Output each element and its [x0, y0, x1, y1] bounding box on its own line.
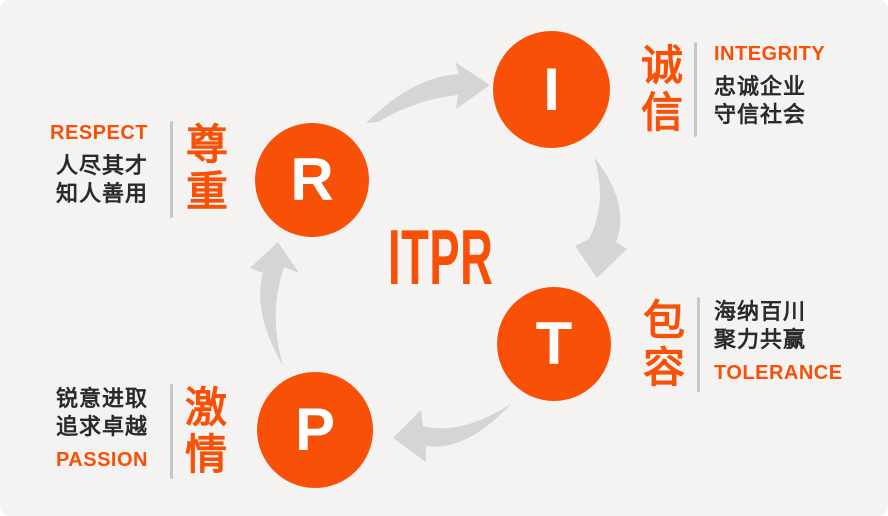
desc-integrity: INTEGRITY 忠诚企业 守信社会 [714, 42, 825, 137]
desc-line2-passion: 追求卓越 [55, 414, 148, 439]
desc-line1-integrity: 忠诚企业 [714, 74, 807, 99]
desc-line1-tolerance: 海纳百川 [714, 299, 807, 324]
label-block-tolerance: 包容 海纳百川 聚力共赢 TOLERANCE [641, 297, 843, 392]
node-letter-t: T [535, 310, 573, 377]
divider-passion [170, 384, 173, 479]
desc-line1-passion: 锐意进取 [55, 386, 148, 411]
node-circle-i: I [493, 31, 610, 148]
divider-respect [170, 121, 173, 218]
desc-line2-respect: 知人善用 [55, 181, 148, 206]
arrow-t-to-p-icon [393, 404, 511, 462]
desc-line1-respect: 人尽其才 [55, 153, 148, 178]
desc-respect: RESPECT 人尽其才 知人善用 [24, 121, 148, 218]
cn-label-passion: 激情 [184, 384, 227, 479]
desc-tolerance: 海纳百川 聚力共赢 TOLERANCE [714, 297, 843, 392]
label-block-integrity: 诚信 INTEGRITY 忠诚企业 守信社会 [639, 42, 825, 137]
desc-passion: 锐意进取 追求卓越 PASSION [24, 384, 148, 479]
node-circle-p: P [257, 372, 373, 488]
node-circle-t: T [497, 287, 611, 401]
node-circle-r: R [255, 123, 369, 237]
node-letter-r: R [290, 146, 334, 213]
en-label-passion: PASSION [55, 449, 148, 471]
center-title: ITPR [388, 213, 494, 301]
desc-line2-integrity: 守信社会 [714, 102, 807, 127]
en-label-integrity: INTEGRITY [714, 43, 826, 65]
divider-integrity [694, 42, 697, 137]
arrow-r-to-i-icon [366, 62, 490, 123]
label-block-passion: 锐意进取 追求卓越 PASSION 激情 [24, 384, 229, 479]
en-label-respect: RESPECT [50, 122, 148, 144]
label-block-respect: RESPECT 人尽其才 知人善用 尊重 [24, 121, 230, 218]
en-label-tolerance: TOLERANCE [714, 362, 843, 384]
divider-tolerance [697, 297, 700, 392]
cn-label-tolerance: 包容 [642, 297, 685, 392]
node-letter-p: P [294, 396, 336, 463]
arrow-i-to-t-icon [575, 157, 627, 278]
desc-line2-tolerance: 聚力共赢 [714, 327, 807, 352]
cn-label-integrity: 诚信 [640, 42, 683, 137]
arrow-p-to-r-icon [250, 242, 299, 366]
cn-label-respect: 尊重 [185, 121, 228, 216]
node-letter-i: I [543, 55, 560, 123]
